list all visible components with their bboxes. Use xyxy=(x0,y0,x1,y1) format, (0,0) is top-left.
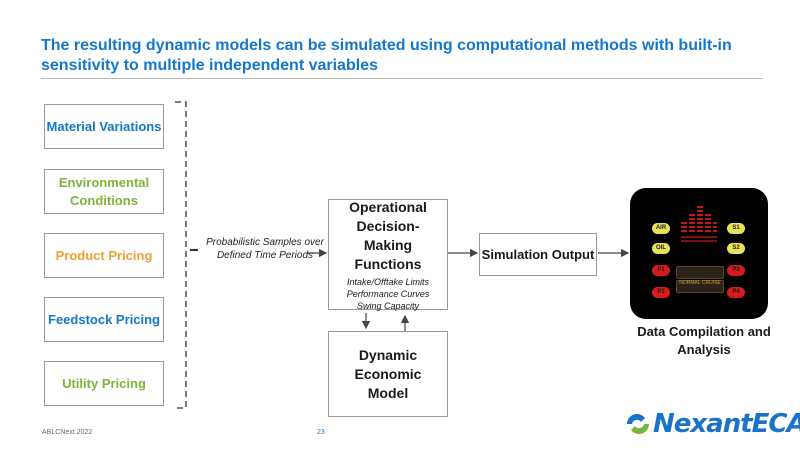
nexanteca-logo: NexantECA xyxy=(625,409,800,439)
input-material-variations: Material Variations xyxy=(44,104,164,149)
probabilistic-samples-label: Probabilistic Samples over Defined Time … xyxy=(206,237,324,261)
center-display-top xyxy=(676,266,724,279)
input-label: Feedstock Pricing xyxy=(48,311,160,327)
operational-sub-3: Swing Capacity xyxy=(356,300,420,311)
input-environmental-conditions: Environmental Conditions xyxy=(44,169,164,214)
operational-sub-1: Intake/Offtake Limits xyxy=(346,276,430,287)
input-product-pricing: Product Pricing xyxy=(44,233,164,278)
operational-functions-box: Operational Decision-Making Functions In… xyxy=(328,198,448,311)
slide-title: The resulting dynamic models can be simu… xyxy=(41,37,732,74)
input-label: Product Pricing xyxy=(55,247,153,263)
input-bracket xyxy=(175,101,187,409)
page-number: 23 xyxy=(317,429,325,436)
input-label: Material Variations xyxy=(46,118,162,134)
p4-button-icon: P4 xyxy=(727,287,745,298)
footer-event-label: ABLCNext 2022 xyxy=(42,429,93,436)
operational-sub-2: Performance Curves xyxy=(346,288,430,299)
title-divider xyxy=(41,78,763,79)
air-button-icon: AIR xyxy=(652,223,670,234)
s2-button-icon: S2 xyxy=(727,243,745,254)
input-utility-pricing: Utility Pricing xyxy=(44,361,164,406)
operational-title: Operational Decision-Making Functions xyxy=(349,198,427,272)
p2-button-icon: P2 xyxy=(652,287,670,298)
equalizer-bars-icon xyxy=(681,206,717,242)
p3-button-icon: P3 xyxy=(727,265,745,276)
logo-wordmark: NexantECA xyxy=(653,409,800,439)
simulation-output-box: Simulation Output xyxy=(479,233,597,276)
input-label: Utility Pricing xyxy=(62,375,146,391)
economic-model-title: Dynamic Economic Model xyxy=(354,346,422,401)
economic-model-box: Dynamic Economic Model xyxy=(328,331,448,417)
simulation-output-title: Simulation Output xyxy=(481,247,595,262)
data-compilation-label: Data Compilation and Analysis xyxy=(637,324,771,357)
dashboard-panel-image: AIR OIL P1 P2 S1 S2 P3 P4 NORMAL CRUISE xyxy=(630,188,768,319)
input-feedstock-pricing: Feedstock Pricing xyxy=(44,297,164,342)
oil-button-icon: OIL xyxy=(652,243,670,254)
input-label: Environmental Conditions xyxy=(58,174,150,208)
s1-button-icon: S1 xyxy=(727,223,745,234)
center-display-normal-cruise: NORMAL CRUISE xyxy=(676,280,724,293)
p1-button-icon: P1 xyxy=(652,265,670,276)
bracket-center-tick xyxy=(190,249,198,251)
nexanteca-logo-icon xyxy=(627,414,649,434)
